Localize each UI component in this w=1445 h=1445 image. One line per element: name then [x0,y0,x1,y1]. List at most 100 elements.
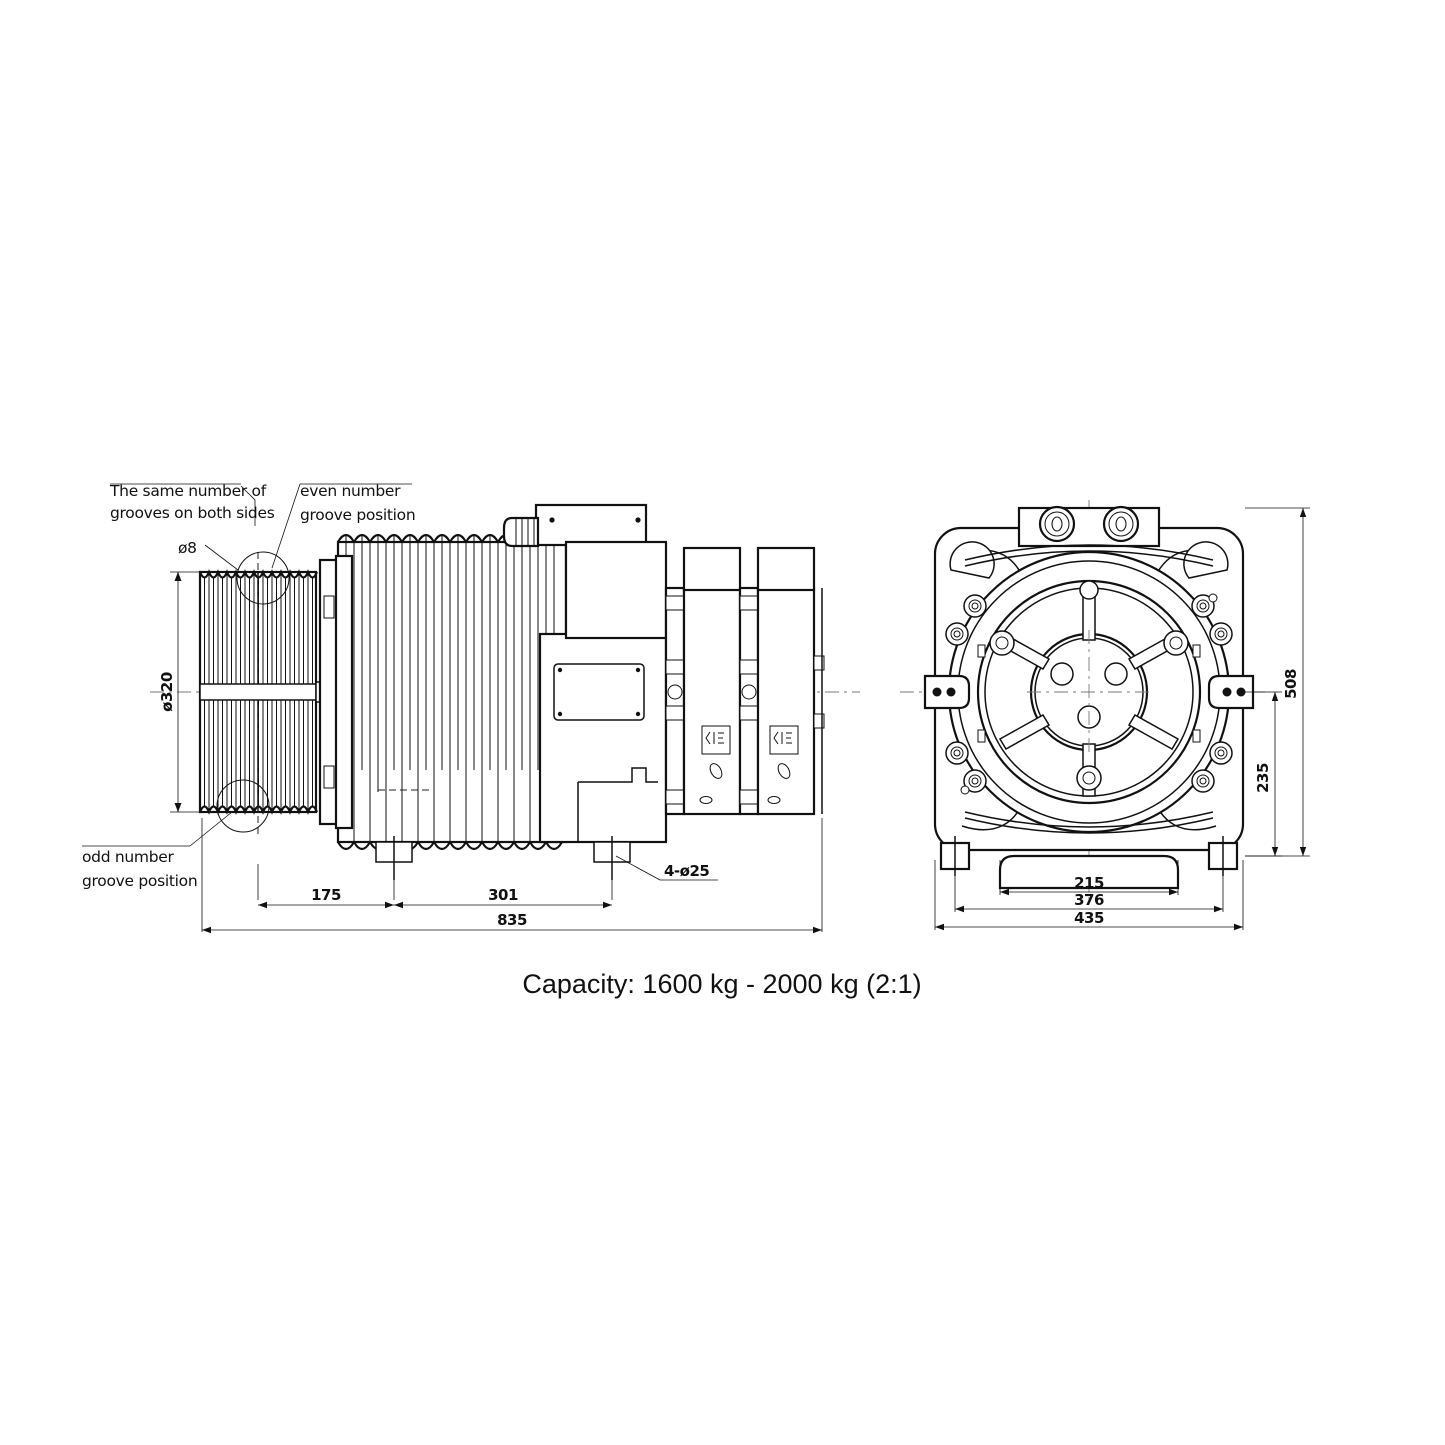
brake-center-boss [667,684,683,700]
dim-835-arrow-left [202,926,211,934]
brake-unit-1-body [682,586,742,816]
spoke-hole-ul [995,636,1009,650]
even-number-line1: even number [300,482,401,500]
bolt-callout-label: 4-ø25 [664,862,709,880]
annotation-odd-number: odd number groove position [82,811,233,890]
brake-unit-1-switch-glyph [705,731,724,745]
dim-inner-width: 215 [999,860,1179,896]
terminal-box-body [534,503,648,547]
front-top-bolt-block [1017,505,1161,548]
brake-unit-2-boss [741,684,757,700]
dim-235-label: 235 [1254,763,1272,793]
terminal-box-screw-left [549,517,555,523]
flange-bolt-b [323,765,335,789]
cable-gland [502,516,540,548]
spoke-hole-ur [1169,636,1183,650]
front-lifting-eyes [949,541,1229,579]
front-band-bottom [964,817,1214,834]
dim-overall-length: 835 [201,818,823,934]
even-number-leader [271,483,301,569]
dim-435-arrow-left [935,923,944,931]
dim-235-arrow-top [1271,692,1279,701]
dia8-label: ø8 [178,539,197,557]
brake-unit-2-spacer [738,586,760,816]
top-bolt-2-hole [1115,516,1127,532]
nameplate-screw-br [635,711,641,717]
side-pad-right-hole-1 [1236,687,1246,697]
nameplate-screw-tr [635,667,641,673]
odd-number-line1: odd number [82,848,175,866]
dim-435-label: 435 [1074,909,1104,927]
rear-block [538,540,668,880]
brake-unit-1-lever [709,763,723,779]
terminal-box [502,503,648,548]
motor-fins-bottom [337,839,563,851]
sheave-assembly [198,551,340,838]
dim-235-arrow-bottom [1271,847,1279,856]
brake-faceplate-bolts [665,595,685,805]
brake-unit-2 [738,546,825,816]
dim-320-arrow-top [174,572,182,581]
dim-chain-mount: 175 301 [257,862,613,909]
hub-hole-right [1104,662,1128,686]
front-side-pad-left [923,674,971,710]
dim-508-arrow-bottom [1299,847,1307,856]
top-bolt-1-hole [1051,516,1063,532]
dim-320-arrow-bottom [174,803,182,812]
lifting-eye-right [1183,541,1229,579]
dim-301-arrow-left [394,901,403,909]
brake-unit-2-lever [777,763,791,779]
same-number-line2: grooves on both sides [110,504,275,522]
dim-overall-width: 435 [934,860,1244,931]
odd-number-line2: groove position [82,872,197,890]
spoke-lower-left [998,713,1051,751]
brake-unit-2-top [756,546,816,592]
nameplate-screw-bl [557,711,563,717]
dim-376-arrow-left [955,905,964,913]
brake-unit-2-switch-glyph [773,731,792,745]
dim-mid-width: 376 [954,860,1224,913]
even-groove-detail-circle [236,551,290,605]
dim-301-arrow-right [603,901,612,909]
rear-block-bracket [578,767,658,783]
same-number-line1: The same number of [109,482,267,500]
dim-215-arrow-right [1169,888,1178,896]
dim-835-arrow-right [813,926,822,934]
front-side-pad-right [1207,674,1255,710]
dim-376-label: 376 [1074,891,1104,909]
dim-overall-height: 508 [1245,507,1310,857]
brake-unit-1-top [682,546,742,592]
motor-housing [336,540,568,844]
cable-gland-ribs [515,517,535,546]
nameplate-screw-tl [557,667,563,673]
brake-unit-2-spacer-bolts [739,595,759,805]
brake-unit-1-port [699,796,713,804]
stator-tab-ul [977,644,986,658]
dim-215-arrow-left [1000,888,1009,896]
dim-175-arrow-left [258,901,267,909]
stator-tab-br [1192,729,1201,743]
brake-unit-1-switch [701,725,731,755]
front-spokes [989,580,1189,797]
same-number-leader [240,485,256,526]
dim-835-label: 835 [497,911,527,929]
annotation-bolt-callout: 4-ø25 [615,855,718,881]
dim-sheave-diameter: ø320 [158,571,208,813]
front-band-top-2 [964,550,1214,567]
even-number-line2: groove position [300,506,415,524]
corner-small-hole-l [960,785,970,795]
side-pad-left-hole-1 [932,687,942,697]
rear-block-upper [564,540,668,640]
dim-508-arrow-top [1299,508,1307,517]
annotation-even-number: even number groove position [271,482,416,569]
hub-hole-left [1050,662,1074,686]
stator-tab-ur [1192,644,1201,658]
front-corner-bolts [945,593,1233,795]
side-pad-left-hole-2 [946,687,956,697]
lifting-eye-left [949,541,995,579]
corner-small-hole-r [1208,593,1218,603]
dim-376-arrow-right [1214,905,1223,913]
brake-unit-2-body [756,586,816,816]
